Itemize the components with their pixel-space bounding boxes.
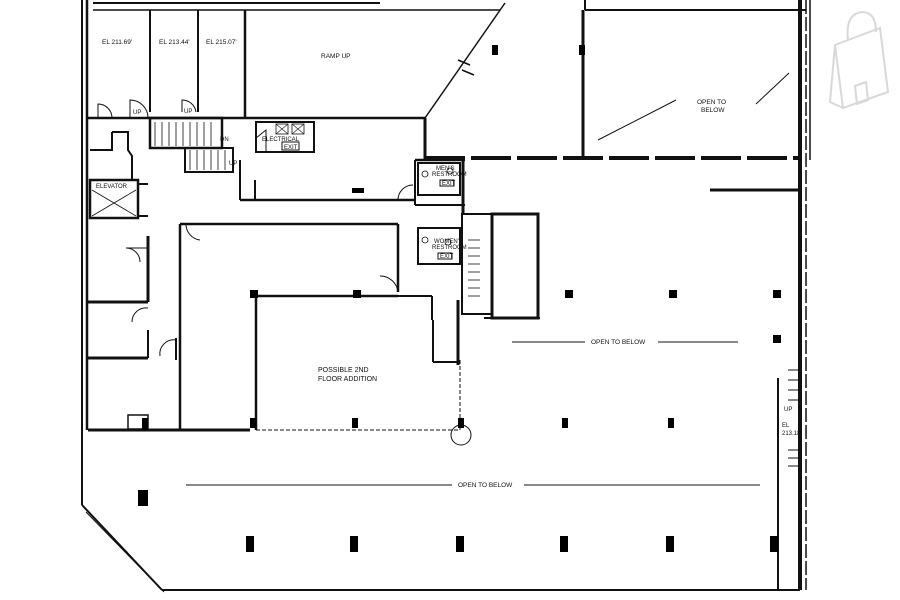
column: [560, 536, 568, 552]
top-compartments: [87, 2, 800, 160]
label-mens-1: MEN'S: [436, 166, 454, 172]
label-possible-2: FLOOR ADDITION: [318, 376, 377, 383]
column: [352, 418, 358, 428]
column: [773, 290, 781, 298]
label-exit-2: EXIT: [442, 181, 456, 187]
label-up-right: UP: [784, 407, 792, 413]
label-up-1: UP: [133, 110, 141, 116]
label-dn: DN: [220, 137, 229, 143]
structural-columns: [138, 45, 781, 552]
column: [579, 45, 585, 55]
column: [458, 418, 464, 428]
column: [492, 45, 498, 55]
column: [352, 188, 364, 193]
label-open-bottom: OPEN TO BELOW: [458, 482, 513, 489]
restrooms: [417, 162, 461, 265]
column: [350, 536, 358, 552]
open-to-below-arrows: [186, 341, 760, 486]
label-ramp-up: RAMP UP: [321, 53, 351, 60]
column: [250, 290, 258, 298]
label-electrical: ELECTRICAL: [262, 137, 300, 143]
label-exit-1: EXIT: [284, 145, 298, 151]
column: [250, 418, 256, 428]
possible-addition-zone: [252, 188, 800, 446]
label-el-2: EL 213.44': [159, 39, 190, 46]
label-exit-3: EXIT: [440, 254, 454, 260]
label-womens-2: RESTROOM: [432, 245, 467, 251]
column: [353, 290, 361, 298]
right-stairs: [432, 212, 540, 365]
label-possible-1: POSSIBLE 2ND: [318, 367, 369, 374]
right-edge-stairs: [777, 369, 800, 590]
column: [562, 418, 568, 428]
stairs-block: [97, 99, 234, 173]
shopping-bag-logo-icon: [828, 10, 890, 110]
column: [246, 536, 254, 552]
label-open-top-2: BELOW: [701, 107, 725, 114]
label-el-3: EL 215.07': [206, 39, 237, 46]
label-el-right-1: EL: [782, 423, 790, 429]
label-mens-2: RESTROOM: [432, 172, 467, 178]
label-el-right-2: 213.18': [782, 431, 802, 437]
label-up-2: UP: [184, 109, 192, 115]
column: [668, 418, 674, 428]
label-open-mid: OPEN TO BELOW: [591, 339, 646, 346]
column: [669, 290, 677, 298]
column: [456, 536, 464, 552]
column: [142, 418, 148, 430]
elevator-block: [88, 131, 148, 220]
label-open-top-1: OPEN TO: [697, 99, 726, 106]
column: [773, 335, 781, 343]
plan-labels: EL 211.69' EL 213.44' EL 215.07' RAMP UP…: [96, 39, 802, 489]
column: [770, 536, 778, 552]
corridors: [88, 158, 465, 432]
outer-walls: [81, 0, 811, 593]
column: [565, 290, 573, 298]
label-elevator: ELEVATOR: [96, 184, 128, 190]
column: [666, 536, 674, 552]
label-el-1: EL 211.69': [102, 39, 132, 46]
label-womens-1: WOMEN'S: [434, 239, 463, 245]
electrical-room: [255, 121, 315, 153]
label-up-3: UP: [229, 161, 237, 167]
column: [138, 490, 148, 506]
